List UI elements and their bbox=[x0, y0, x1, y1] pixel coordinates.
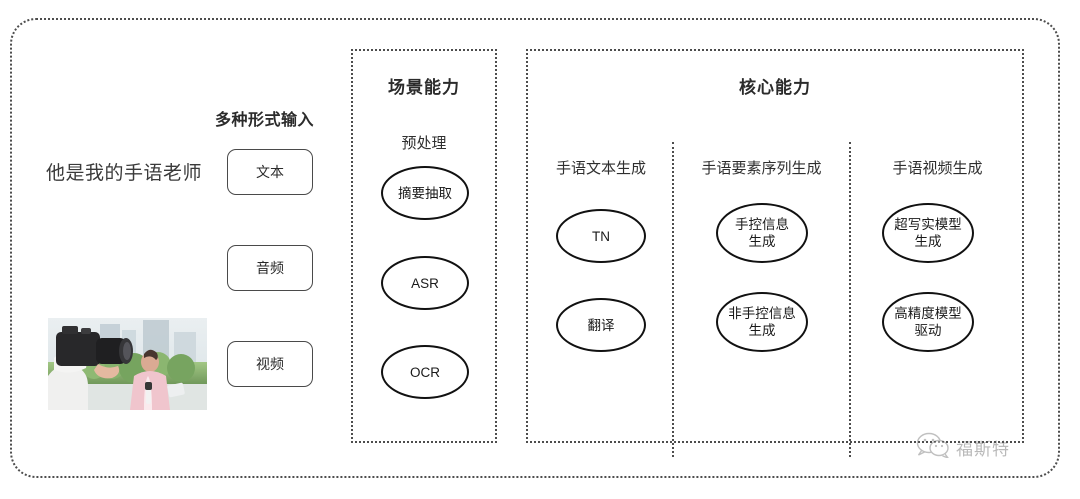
watermark: 福斯特 bbox=[916, 432, 1010, 463]
modality-pill-text[interactable]: 文本 bbox=[227, 149, 313, 195]
core-column-head: 手语视频生成 bbox=[892, 160, 983, 177]
modality-pill-video[interactable]: 视频 bbox=[227, 341, 313, 387]
node-tn[interactable]: TN bbox=[556, 209, 646, 263]
panel-scene-capability: 场景能力 预处理 摘要抽取 ASR OCR bbox=[351, 49, 497, 443]
panel-core-capability: 核心能力 手语文本生成 TN 翻译 手语要素序列生成 手控信息 生成 非手控信息… bbox=[526, 49, 1024, 457]
core-column-video-generation: 手语视频生成 bbox=[851, 160, 1024, 178]
node-summary-extraction[interactable]: 摘要抽取 bbox=[381, 166, 469, 220]
core-column-head: 手语文本生成 bbox=[555, 160, 646, 177]
node-translation[interactable]: 翻译 bbox=[556, 298, 646, 352]
core-column-divider-1 bbox=[672, 142, 674, 457]
core-column-element-sequence: 手语要素序列生成 bbox=[674, 160, 849, 178]
core-column-divider-2 bbox=[849, 142, 851, 457]
node-nonmanual-signal-generation[interactable]: 非手控信息 生成 bbox=[716, 292, 808, 352]
scene-group-head: 预处理 bbox=[401, 135, 447, 152]
scene-group-preprocess: 预处理 bbox=[353, 135, 495, 153]
sample-sentence-text: 他是我的手语老师 bbox=[46, 163, 203, 184]
modality-pill-audio[interactable]: 音频 bbox=[227, 245, 313, 291]
node-ocr[interactable]: OCR bbox=[381, 345, 469, 399]
panel-scene-title: 场景能力 bbox=[388, 78, 460, 97]
audio-waveform-icon bbox=[46, 233, 206, 303]
input-section-heading: 多种形式输入 bbox=[215, 112, 315, 129]
core-column-text-generation: 手语文本生成 bbox=[530, 160, 672, 178]
node-highprecision-model-driving[interactable]: 高精度模型 驱动 bbox=[882, 292, 974, 352]
outer-frame bbox=[10, 18, 1060, 478]
watermark-label: 福斯特 bbox=[956, 440, 1010, 459]
panel-core-title: 核心能力 bbox=[739, 78, 811, 97]
node-asr[interactable]: ASR bbox=[381, 256, 469, 310]
core-column-head: 手语要素序列生成 bbox=[701, 160, 822, 177]
wechat-bubbles-icon bbox=[916, 432, 951, 463]
node-manual-signal-generation[interactable]: 手控信息 生成 bbox=[716, 203, 808, 263]
node-photoreal-model-generation[interactable]: 超写实模型 生成 bbox=[882, 203, 974, 263]
video-thumbnail bbox=[48, 318, 207, 410]
